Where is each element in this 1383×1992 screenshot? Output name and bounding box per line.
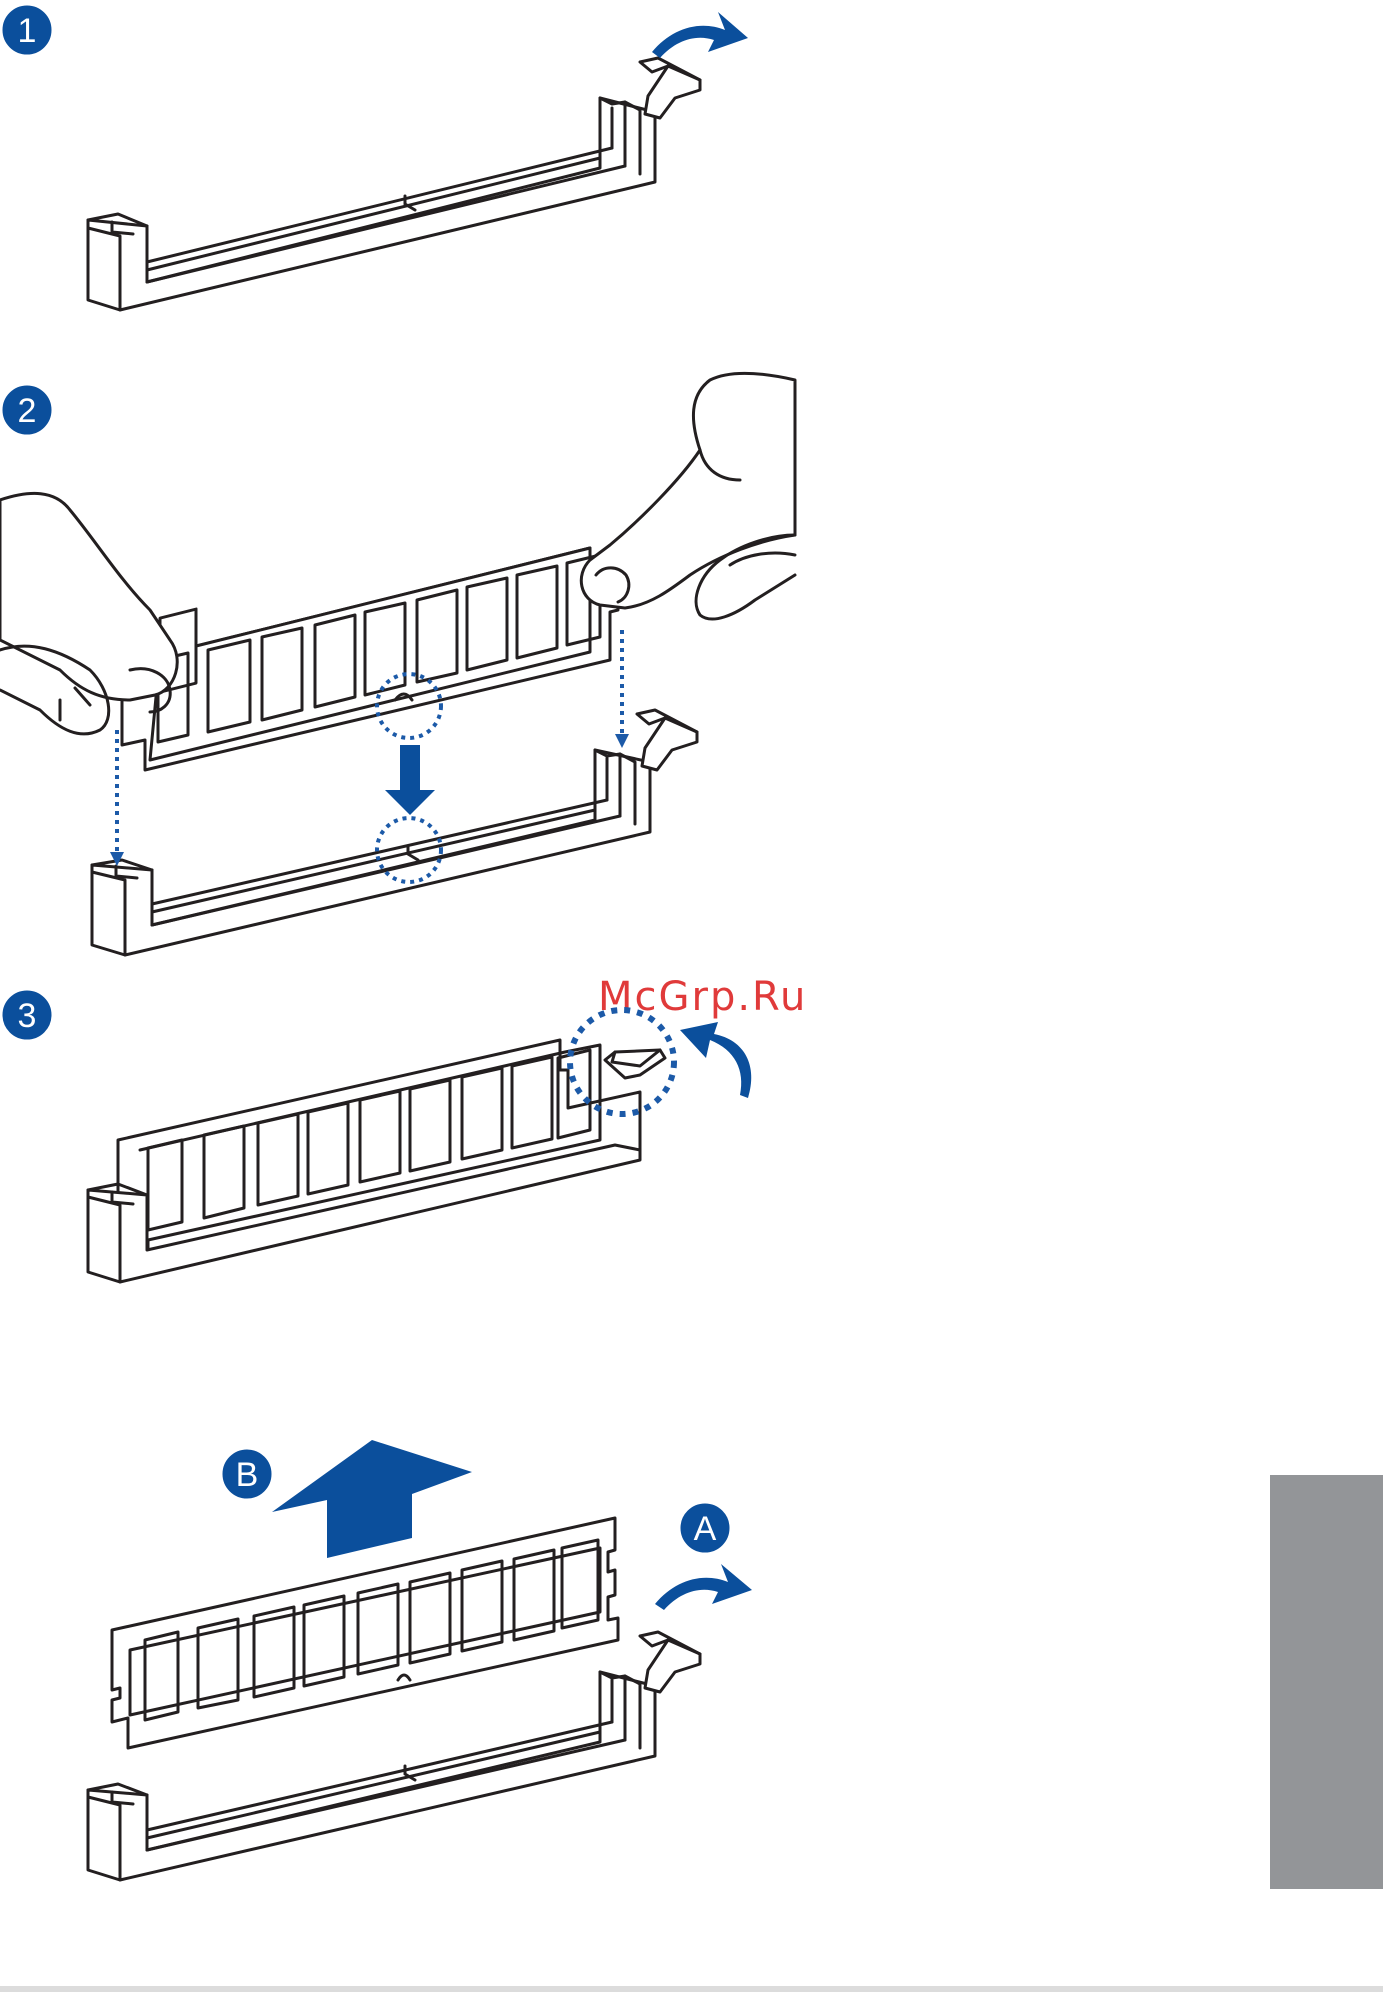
right-guide-arrowhead: [615, 734, 629, 748]
side-tab: [1270, 1475, 1383, 1889]
latch-open-removal: [640, 1632, 700, 1692]
lift-arrow-icon: [272, 1440, 472, 1558]
latch-open-1: [640, 58, 700, 118]
release-arrow-icon: [652, 12, 748, 58]
dimm-socket-1: [88, 98, 655, 310]
step-1-label: 1: [18, 12, 37, 50]
badge-a-label: A: [694, 1510, 717, 1548]
removed-module: [112, 1518, 618, 1748]
step-2-group: 2: [0, 373, 795, 955]
latch-closed-3: [605, 1050, 665, 1078]
badge-b-label: B: [236, 1456, 259, 1494]
step-3-label: 3: [18, 997, 37, 1035]
right-hand: [581, 373, 795, 619]
step-2-label: 2: [18, 392, 37, 430]
insert-arrow-icon: [385, 745, 435, 815]
footer-rule: [0, 1986, 1383, 1992]
step-3-group: 3 McGrp.Ru: [1, 974, 807, 1282]
latch-close-arrow-icon: [680, 1022, 751, 1098]
step-1-group: 1: [1, 4, 748, 310]
removal-group: B A: [88, 1440, 752, 1880]
memory-module-2: [122, 548, 618, 770]
dimm-socket-2: [92, 750, 650, 955]
latch-open-2: [637, 710, 697, 770]
release-arrow-removal-icon: [655, 1564, 752, 1610]
installed-module-3: [118, 1040, 640, 1262]
